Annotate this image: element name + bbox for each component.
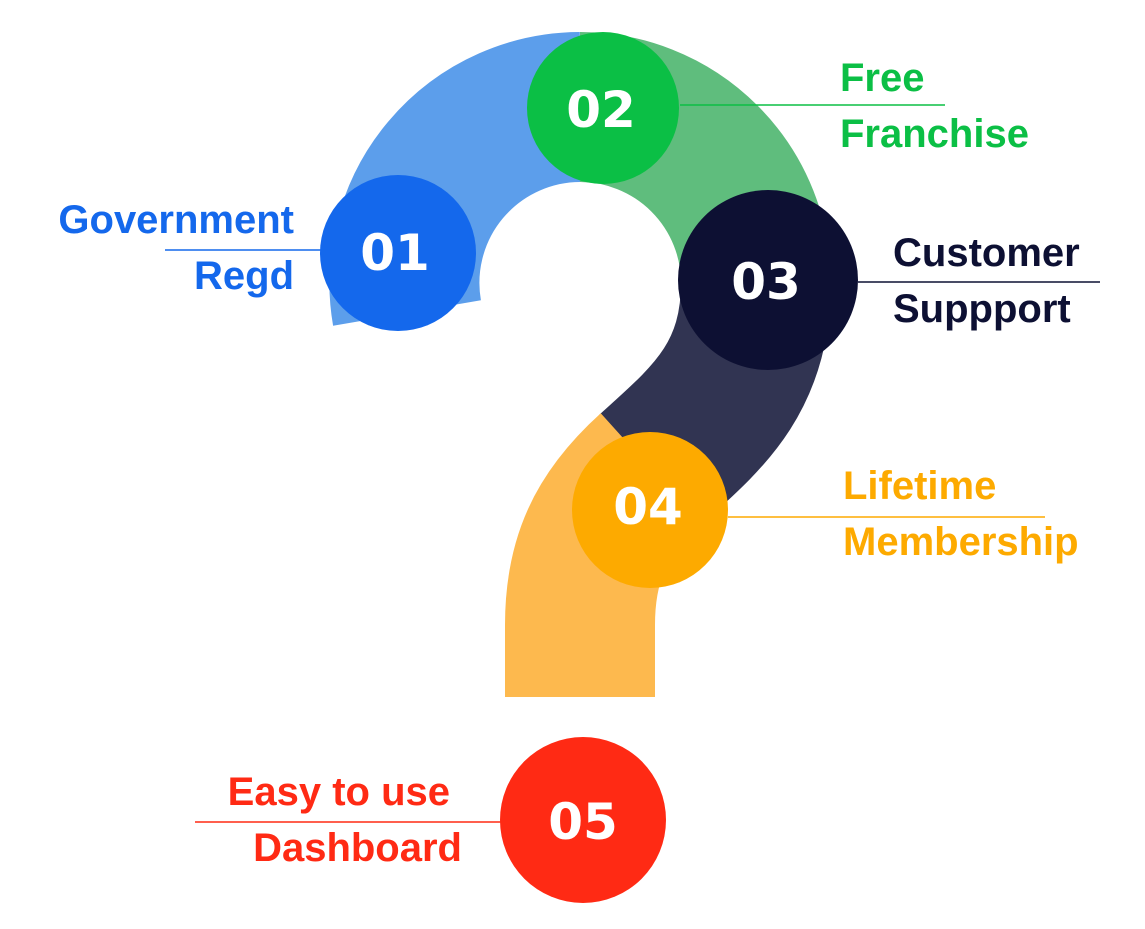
step-circle-03 xyxy=(678,190,858,370)
step-label-01-line2: Regd xyxy=(194,254,294,298)
step-label-04: Lifetime Membership xyxy=(843,458,1079,570)
step-label-05-line2: Dashboard xyxy=(253,826,462,870)
step-number-01: 01 xyxy=(360,224,430,282)
step-label-03-line1: Customer xyxy=(893,231,1080,275)
step-number-04: 04 xyxy=(613,478,683,536)
step-number-02: 02 xyxy=(566,81,636,139)
step-label-04-line1: Lifetime xyxy=(843,464,997,508)
step-label-05: Easy to use Dashboard xyxy=(150,764,462,876)
step-number-03: 03 xyxy=(731,253,801,311)
step-label-03: Customer Suppport xyxy=(893,225,1080,337)
step-label-03-line2: Suppport xyxy=(893,287,1071,331)
step-circle-05 xyxy=(500,737,666,903)
step-label-02-line1: Free xyxy=(840,56,925,100)
step-label-05-line1: Easy to use xyxy=(227,770,450,814)
step-label-01: Government Regd xyxy=(22,192,294,304)
step-circle-01 xyxy=(320,175,476,331)
step-label-02-line2: Franchise xyxy=(840,112,1029,156)
step-label-01-line1: Government xyxy=(58,198,294,242)
step-number-05: 05 xyxy=(548,793,618,851)
step-label-04-line2: Membership xyxy=(843,520,1079,564)
step-circle-04 xyxy=(572,432,728,588)
step-label-02: Free Franchise xyxy=(840,50,1029,162)
step-circle-02 xyxy=(527,32,679,184)
